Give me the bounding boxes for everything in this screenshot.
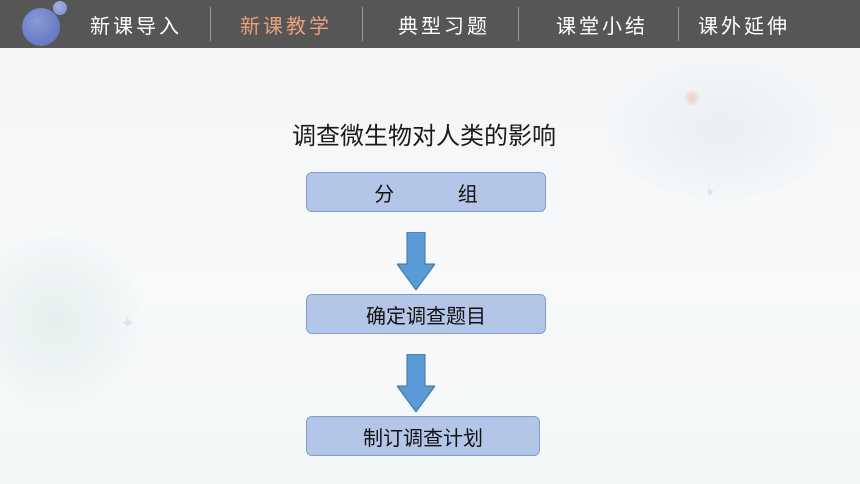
logo-circle-icon	[22, 8, 60, 46]
top-nav-bar: 新课导入 新课教学 典型习题 课堂小结 课外延伸	[0, 0, 860, 48]
nav-tab-extension[interactable]: 课外延伸	[698, 13, 790, 38]
flow-step-make-plan: 制订调查计划	[306, 416, 540, 456]
down-arrow-icon	[397, 354, 435, 412]
logo-dot-icon	[53, 1, 67, 15]
decorative-blob	[0, 235, 140, 405]
nav-divider	[678, 7, 679, 41]
nav-divider	[518, 7, 519, 41]
flow-step-choose-topic: 确定调查题目	[306, 294, 546, 334]
decorative-dot	[684, 90, 700, 106]
nav-tab-teaching[interactable]: 新课教学	[240, 13, 332, 38]
page-title: 调查微生物对人类的影响	[292, 122, 556, 150]
nav-divider	[210, 7, 211, 41]
sparkle-icon: ✦	[120, 313, 136, 334]
nav-divider	[362, 7, 363, 41]
nav-tab-intro[interactable]: 新课导入	[90, 13, 182, 38]
decorative-blob	[610, 60, 830, 200]
down-arrow-icon	[397, 232, 435, 290]
nav-tab-exercises[interactable]: 典型习题	[398, 13, 490, 38]
nav-tab-summary[interactable]: 课堂小结	[556, 13, 648, 38]
sparkle-icon: ✦	[704, 185, 716, 201]
flow-step-grouping: 分 组	[306, 172, 546, 212]
